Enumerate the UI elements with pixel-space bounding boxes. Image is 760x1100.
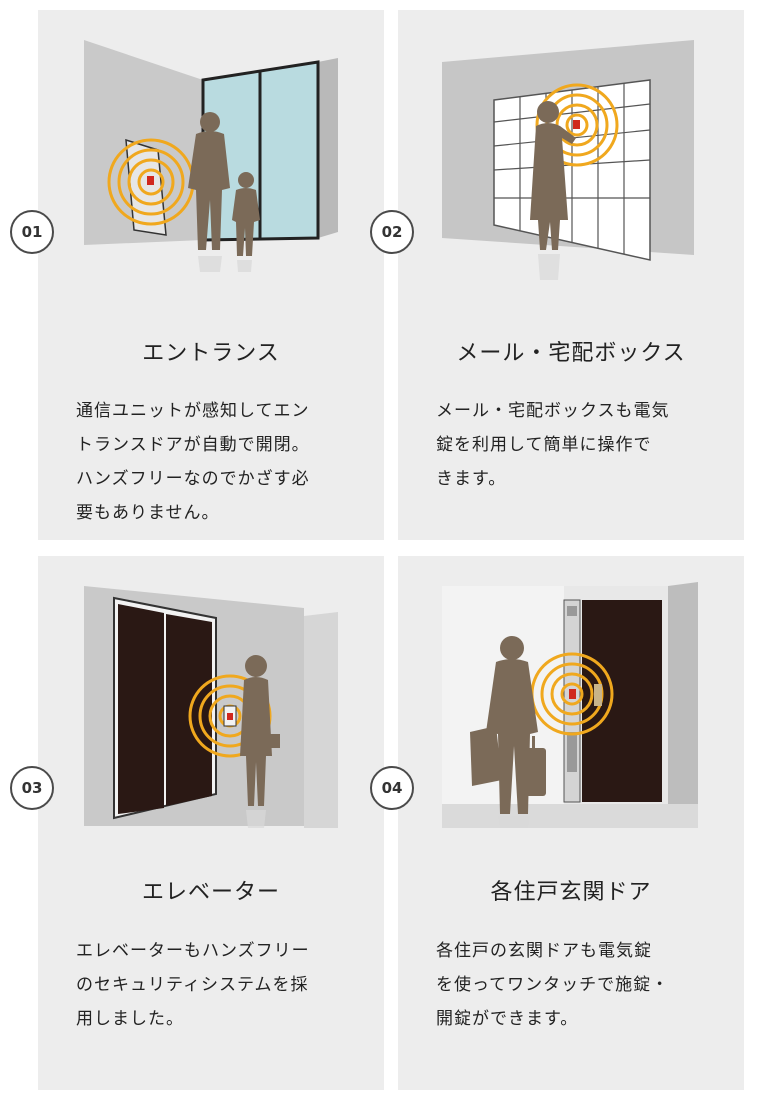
signal-rings [530, 652, 614, 736]
feature-description: 各住戸の玄関ドアも電気錠 を使ってワンタッチで施錠・ 開錠ができます。 [436, 941, 670, 1029]
person-silhouette [188, 112, 260, 256]
mailbox-illustration [398, 10, 744, 310]
feature-title: エレベーター [141, 880, 280, 905]
person-silhouette [530, 101, 576, 250]
feature-number-badge: 01 [10, 210, 54, 254]
feature-title: エントランス [142, 341, 280, 366]
feature-description: 通信ユニットが感知してエン トランスドアが自動で開閉。 ハンズフリーなのでかざす… [76, 401, 310, 523]
feature-description: エレベーターもハンズフリー のセキュリティシステムを採 用しました。 [76, 941, 310, 1029]
signal-rings [107, 138, 195, 226]
feature-card-entrance: 01 エントランス 通信ユニットが感知してエン トランスドアが自動で開閉。 ハン… [10, 10, 384, 540]
elevator-illustration [38, 556, 384, 856]
entrance-illustration [38, 10, 384, 310]
feature-number-badge: 02 [370, 210, 414, 254]
unit-door-illustration [398, 556, 744, 856]
feature-description: メール・宅配ボックスも電気 錠を利用して簡単に操作で きます。 [436, 401, 670, 489]
feature-card-mailbox: 02 メール・宅配ボックス メール・宅配ボックスも電気 錠を利用して簡単に操作で… [370, 10, 744, 540]
person-silhouette [240, 655, 280, 806]
feature-title: 各住戸玄関ドア [490, 880, 652, 905]
feature-number-badge: 04 [370, 766, 414, 810]
feature-card-unit-door: 04 各住戸玄関ドア 各住戸の玄関ドアも電気錠 を使ってワンタッチで施錠・ 開錠… [370, 556, 744, 1090]
feature-card-elevator: 03 エレベーター エレベーターもハンズフリー のセキュリティシステムを採 用し… [10, 556, 384, 1090]
person-silhouette [470, 636, 546, 814]
feature-number-badge: 03 [10, 766, 54, 810]
feature-title: メール・宅配ボックス [456, 341, 686, 366]
